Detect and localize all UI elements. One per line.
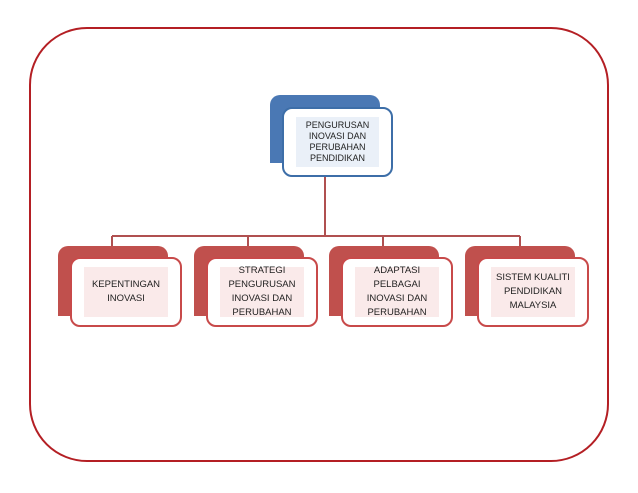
child-node-2: STRATEGI PENGURUSAN INOVASI DAN PERUBAHA…: [206, 257, 318, 327]
child-node-4: SISTEM KUALITI PENDIDIKAN MALAYSIA: [477, 257, 589, 327]
root-node: PENGURUSAN INOVASI DAN PERUBAHAN PENDIDI…: [282, 107, 393, 177]
child-node-label-1: KEPENTINGAN INOVASI: [84, 267, 168, 317]
child-node-label-2: STRATEGI PENGURUSAN INOVASI DAN PERUBAHA…: [220, 265, 304, 318]
child-node-1: KEPENTINGAN INOVASI: [70, 257, 182, 327]
slide-frame: [29, 27, 609, 462]
root-node-label: PENGURUSAN INOVASI DAN PERUBAHAN PENDIDI…: [296, 117, 379, 167]
child-node-label-4: SISTEM KUALITI PENDIDIKAN MALAYSIA: [491, 267, 575, 317]
child-node-label-3: ADAPTASI PELBAGAI INOVASI DAN PERUBAHAN: [355, 265, 439, 318]
child-node-3: ADAPTASI PELBAGAI INOVASI DAN PERUBAHAN: [341, 257, 453, 327]
